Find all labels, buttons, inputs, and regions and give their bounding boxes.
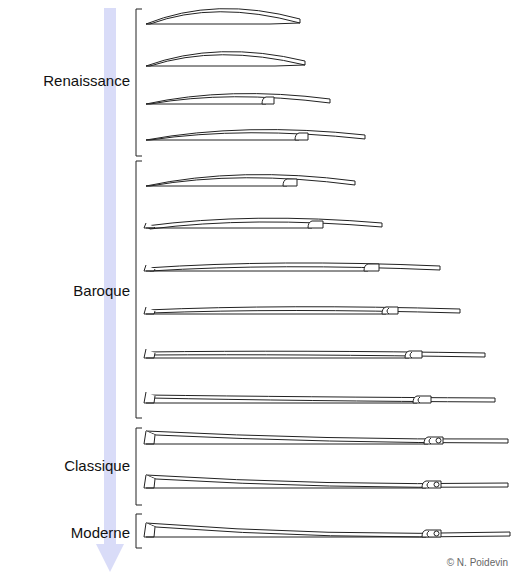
bow-profile [144,218,382,229]
period-label: Baroque [73,282,130,299]
period-label: Renaissance [43,72,130,89]
period-label: Moderne [71,524,130,541]
bow-profile [146,94,330,104]
bow-profiles [144,9,510,537]
bow-profile [144,392,495,403]
bow-profile [144,523,510,537]
period-label: Classique [64,457,130,474]
bow-profile [144,475,508,488]
bow-profile [144,349,485,358]
bow-profile [144,307,460,314]
bow-profile [146,9,300,24]
bow-profile [146,130,365,140]
copyright-note: © N. Poidevin [447,557,508,568]
bow-profile [146,175,355,186]
bow-profile [144,431,508,444]
bow-profile [144,263,440,271]
period-brackets [136,9,142,548]
bow-profile [146,52,305,66]
